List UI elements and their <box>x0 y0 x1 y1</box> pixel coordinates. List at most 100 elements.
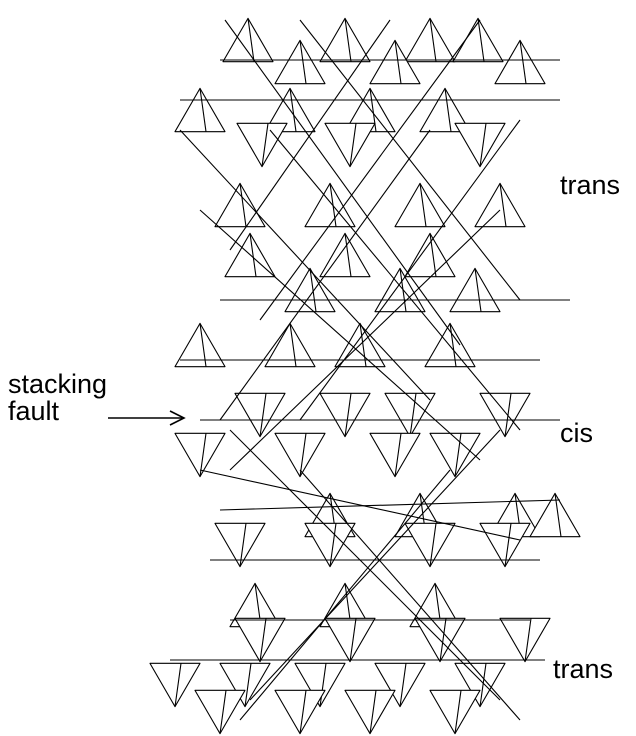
stacking-fault-arrow <box>108 410 186 426</box>
tetrahedron <box>449 267 501 313</box>
tetrahedron-edge <box>429 18 437 62</box>
tetrahedron <box>194 689 246 735</box>
framework-bond <box>259 19 481 321</box>
tetrahedron-edge <box>261 123 269 167</box>
tetrahedron-edge <box>429 523 437 567</box>
tetrahedron <box>319 232 371 278</box>
tetrahedron <box>304 182 356 228</box>
trans-bottom-label: trans <box>553 654 614 684</box>
tetrahedron <box>419 87 471 133</box>
tetrahedron <box>214 522 266 568</box>
tetrahedron <box>234 392 286 438</box>
tetrahedron-edge <box>174 663 182 707</box>
tetrahedron <box>274 39 326 85</box>
tetrahedron <box>234 617 286 663</box>
tetrahedron <box>474 182 526 228</box>
tetrahedron <box>294 662 346 708</box>
tetrahedron-edge <box>479 123 487 167</box>
tetrahedron-edge <box>444 88 452 132</box>
tetrahedron-edge <box>344 233 352 277</box>
tetrahedron-edge <box>349 618 357 662</box>
tetrahedron-edge <box>219 690 227 734</box>
tetrahedron-edge <box>344 393 352 437</box>
tetrahedron-edge <box>299 690 307 734</box>
tetrahedron <box>284 267 336 313</box>
tetrahedron <box>454 662 506 708</box>
stacking-fault-label-line1: stacking <box>8 369 108 399</box>
tetrahedron <box>214 182 266 228</box>
tetrahedron <box>479 392 531 438</box>
tetrahedron <box>529 492 581 538</box>
framework-bond <box>299 119 521 421</box>
tetrahedron <box>429 689 481 735</box>
tetrahedron-edge <box>249 233 257 277</box>
tetrahedron-edge <box>394 40 402 84</box>
tetrahedron-edge <box>299 433 307 477</box>
tetrahedron <box>174 432 226 478</box>
tetrahedron-edge <box>454 690 462 734</box>
tetrahedron <box>404 232 456 278</box>
tetrahedron <box>319 392 371 438</box>
tetrahedron-edge <box>259 618 267 662</box>
tetrahedron <box>404 17 456 63</box>
tetrahedron <box>174 322 226 368</box>
tetrahedron-edge <box>419 183 427 227</box>
tetrahedron <box>394 182 446 228</box>
tetrahedron <box>219 662 271 708</box>
tetrahedron <box>149 662 201 708</box>
tetrahedron <box>344 689 396 735</box>
framework-bond <box>299 469 521 721</box>
framework-bond <box>179 129 431 401</box>
tetrahedron <box>494 39 546 85</box>
tetrahedron <box>324 122 376 168</box>
tetrahedron-edge <box>289 88 297 132</box>
framework-bond <box>249 429 501 701</box>
framework-bond <box>219 129 431 421</box>
tetrahedron-edge <box>199 433 207 477</box>
tetrahedron <box>424 322 476 368</box>
tetrahedron <box>174 87 226 133</box>
tetrahedron-edge <box>289 323 297 367</box>
framework-bond <box>269 129 521 431</box>
trans-top-label: trans <box>560 170 621 200</box>
tetrahedron-edge <box>439 618 447 662</box>
tetrahedron <box>222 17 274 63</box>
tetrahedron <box>384 392 436 438</box>
tetrahedron-edge <box>449 323 457 367</box>
tetrahedron <box>369 432 421 478</box>
tetrahedron <box>429 432 481 478</box>
framework-bond <box>229 429 501 701</box>
tetrahedron-edge <box>524 618 532 662</box>
tetrahedron-edge <box>344 18 352 62</box>
tetrahedron-edge <box>504 523 512 567</box>
tetrahedron-edge <box>199 323 207 367</box>
tetrahedron <box>274 432 326 478</box>
framework-bond <box>224 19 461 346</box>
tetrahedron-edge <box>519 40 527 84</box>
tetrahedron <box>274 689 326 735</box>
tetrahedron-edge <box>319 663 327 707</box>
tetrahedron-edge <box>479 663 487 707</box>
tetrahedron-edge <box>309 268 317 312</box>
tetrahedron <box>264 322 316 368</box>
tetrahedron <box>369 39 421 85</box>
tetrahedron-edge <box>239 183 247 227</box>
tetrahedron <box>319 17 371 63</box>
tetrahedron-edge <box>394 433 402 477</box>
framework-bond <box>229 209 501 471</box>
tetrahedron-edge <box>239 523 247 567</box>
tetrahedron-edge <box>369 690 377 734</box>
tetrahedron-edge <box>454 433 462 477</box>
framework-bond <box>299 19 521 301</box>
tetrahedron-edge <box>359 323 367 367</box>
tetrahedron <box>324 617 376 663</box>
stacking-fault-label-line2: fault <box>8 396 60 426</box>
tetrahedron-edge <box>299 40 307 84</box>
tetrahedra-layers <box>149 17 581 735</box>
tetrahedron-edge <box>247 18 255 62</box>
tetrahedron <box>404 522 456 568</box>
tetrahedron <box>454 122 506 168</box>
cis-label: cis <box>560 418 593 448</box>
tetrahedron-edge <box>199 88 207 132</box>
